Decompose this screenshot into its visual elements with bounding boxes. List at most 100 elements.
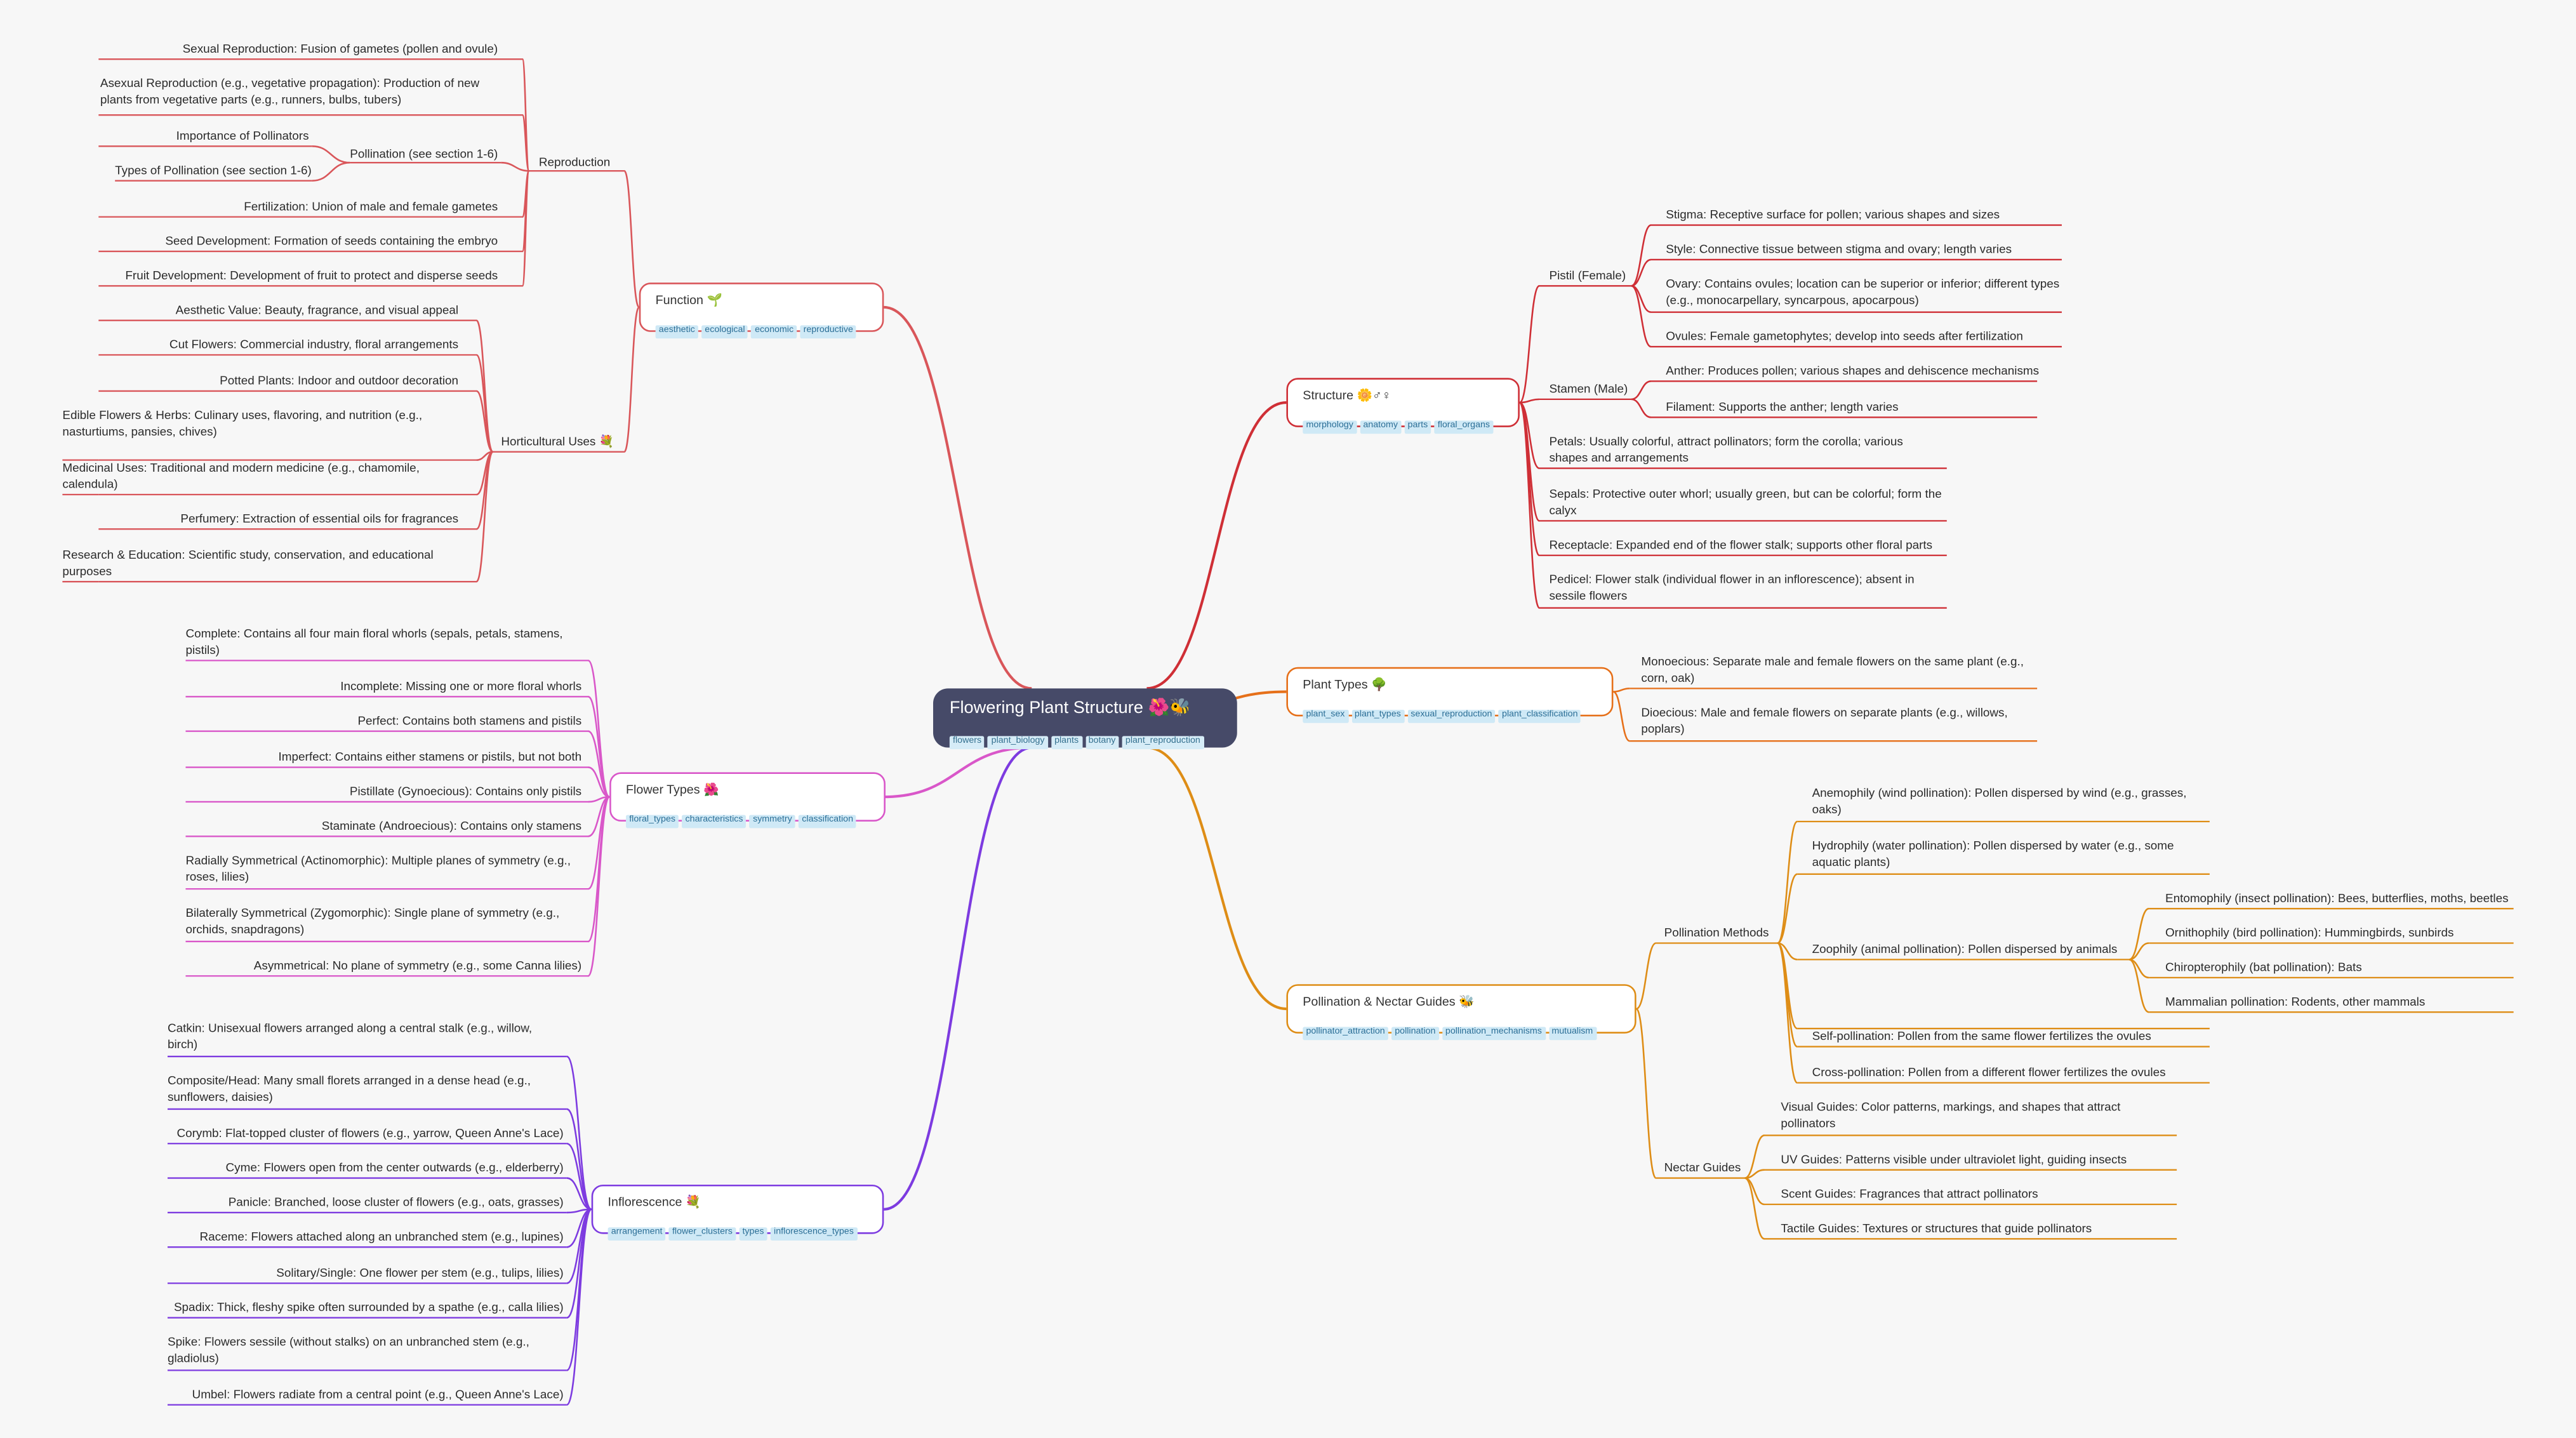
connector: [1631, 258, 1652, 287]
tag: anatomy: [1360, 420, 1402, 433]
tag: plant_biology: [988, 736, 1048, 749]
leaf-stigma[interactable]: Stigma: Receptive surface for pollen; va…: [1666, 207, 2000, 222]
leaf-self-pollination[interactable]: Self-pollination: Pollen from the same f…: [1812, 1029, 2151, 1044]
leaf-composite-head[interactable]: Composite/Head: Many small florets arran…: [167, 1072, 531, 1105]
connector: [312, 161, 350, 182]
tag: pollinator_attraction: [1303, 1027, 1388, 1039]
leaf-panicle[interactable]: Panicle: Branched, loose cluster of flow…: [228, 1194, 564, 1209]
pollination-node[interactable]: Pollination & Nectar Guides 🐝 pollinator…: [1286, 984, 1637, 1039]
leaf-tactile-guides[interactable]: Tactile Guides: Textures or structures t…: [1781, 1220, 2092, 1236]
leaf-chiropterophily[interactable]: Chiropterophily (bat pollination): Bats: [2165, 959, 2362, 975]
leaf-style[interactable]: Style: Connective tissue between stigma …: [1666, 241, 2012, 256]
inflorescence-title: Inflorescence 💐: [607, 1194, 701, 1209]
tag: classification: [799, 815, 857, 828]
leaf-catkin[interactable]: Catkin: Unisexual flowers arranged along…: [167, 1020, 533, 1052]
plant-types-title: Plant Types 🌳: [1303, 677, 1387, 692]
leaf-staminate[interactable]: Staminate (Androecious): Contains only s…: [321, 818, 582, 834]
connector: [2128, 959, 2149, 1013]
leaf-fertilization[interactable]: Fertilization: Union of male and female …: [244, 199, 498, 214]
leaf-bilaterally-symmetrical[interactable]: Bilaterally Symmetrical (Zygomorphic): S…: [185, 905, 560, 937]
leaf-corymb[interactable]: Corymb: Flat-topped cluster of flowers (…: [176, 1125, 564, 1141]
pollination-methods-node[interactable]: Pollination Methods: [1664, 925, 1769, 940]
leaf-sexual-reproduction[interactable]: Sexual Reproduction: Fusion of gametes (…: [182, 41, 498, 56]
structure-title: Structure 🌼♂♀: [1303, 387, 1391, 403]
leaf-complete[interactable]: Complete: Contains all four main floral …: [185, 626, 563, 658]
zoophily-node[interactable]: Zoophily (animal pollination): Pollen di…: [1812, 941, 2118, 957]
leaf-radially-symmetrical[interactable]: Radially Symmetrical (Actinomorphic): Mu…: [185, 853, 571, 884]
connector: [884, 746, 1032, 1211]
leaf-potted-plants[interactable]: Potted Plants: Indoor and outdoor decora…: [220, 373, 459, 388]
tag: morphology: [1303, 420, 1357, 433]
leaf-edible-flowers[interactable]: Edible Flowers & Herbs: Culinary uses, f…: [62, 407, 423, 439]
connector: [623, 306, 640, 453]
leaf-aesthetic-value[interactable]: Aesthetic Value: Beauty, fragrance, and …: [175, 302, 459, 317]
leaf-medicinal-uses[interactable]: Medicinal Uses: Traditional and modern m…: [62, 460, 420, 492]
tag: pollination: [1391, 1027, 1439, 1039]
leaf-solitary[interactable]: Solitary/Single: One flower per stem (e.…: [276, 1265, 564, 1281]
leaf-spike[interactable]: Spike: Flowers sessile (without stalks) …: [167, 1334, 529, 1366]
leaf-seed-development[interactable]: Seed Development: Formation of seeds con…: [165, 233, 498, 248]
nectar-guides-node[interactable]: Nectar Guides: [1664, 1160, 1741, 1175]
leaf-ovary[interactable]: Ovary: Contains ovules; location can be …: [1666, 276, 2060, 308]
leaf-cyme[interactable]: Cyme: Flowers open from the center outwa…: [225, 1160, 564, 1175]
leaf-visual-guides[interactable]: Visual Guides: Color patterns, markings,…: [1781, 1099, 2121, 1131]
leaf-hydrophily[interactable]: Hydrophily (water pollination): Pollen d…: [1812, 837, 2174, 870]
leaf-incomplete[interactable]: Incomplete: Missing one or more floral w…: [340, 678, 582, 694]
connector: [1744, 1135, 1765, 1179]
leaf-perfumery[interactable]: Perfumery: Extraction of essential oils …: [180, 510, 459, 526]
leaf-pistillate[interactable]: Pistillate (Gynoecious): Contains only p…: [349, 783, 582, 799]
leaf-fruit-development[interactable]: Fruit Development: Development of fruit …: [125, 267, 498, 283]
connector: [623, 170, 640, 309]
leaf-raceme[interactable]: Raceme: Flowers attached along an unbran…: [199, 1228, 564, 1244]
reproduction-node[interactable]: Reproduction: [538, 154, 611, 170]
leaf-sepals[interactable]: Sepals: Protective outer whorl; usually …: [1549, 486, 1942, 518]
pollination-title: Pollination & Nectar Guides 🐝: [1303, 994, 1475, 1009]
leaf-scent-guides[interactable]: Scent Guides: Fragrances that attract po…: [1781, 1186, 2038, 1201]
leaf-petals[interactable]: Petals: Usually colorful, attract pollin…: [1549, 434, 1903, 465]
leaf-perfect[interactable]: Perfect: Contains both stamens and pisti…: [357, 713, 582, 728]
pollination-sub-node[interactable]: Pollination (see section 1-6): [350, 146, 498, 161]
connector: [1776, 820, 1798, 944]
leaf-uv-guides[interactable]: UV Guides: Patterns visible under ultrav…: [1781, 1152, 2127, 1167]
leaf-filament[interactable]: Filament: Supports the anther; length va…: [1666, 399, 1899, 415]
leaf-spadix[interactable]: Spadix: Thick, fleshy spike often surrou…: [173, 1300, 564, 1315]
leaf-types-of-pollination[interactable]: Types of Pollination (see section 1-6): [115, 163, 312, 178]
connector: [1777, 942, 1798, 961]
leaf-pedicel[interactable]: Pedicel: Flower stalk (individual flower…: [1549, 571, 1915, 604]
horticultural-node[interactable]: Horticultural Uses 💐: [501, 434, 614, 449]
connector: [566, 1055, 592, 1211]
leaf-receptacle[interactable]: Receptacle: Expanded end of the flower s…: [1549, 537, 1933, 552]
leaf-research-education[interactable]: Research & Education: Scientific study, …: [62, 547, 434, 579]
leaf-anther[interactable]: Anther: Produces pollen; various shapes …: [1666, 363, 2040, 378]
leaf-imperfect[interactable]: Imperfect: Contains either stamens or pi…: [278, 749, 582, 764]
tag: characteristics: [682, 815, 747, 828]
leaf-cross-pollination[interactable]: Cross-pollination: Pollen from a differe…: [1812, 1065, 2166, 1080]
leaf-ovules[interactable]: Ovules: Female gametophytes; develop int…: [1666, 328, 2023, 343]
leaf-asexual-reproduction[interactable]: Asexual Reproduction (e.g., vegetative p…: [100, 76, 480, 107]
connector: [1636, 942, 1657, 1010]
pistil-node[interactable]: Pistil (Female): [1549, 267, 1626, 283]
leaf-anemophily[interactable]: Anemophily (wind pollination): Pollen di…: [1812, 785, 2187, 817]
leaf-monoecious[interactable]: Monoecious: Separate male and female flo…: [1641, 654, 2024, 686]
connector: [1519, 398, 1539, 404]
leaf-umbel[interactable]: Umbel: Flowers radiate from a central po…: [192, 1387, 564, 1402]
leaf-ornithophily[interactable]: Ornithophily (bird pollination): Humming…: [2165, 925, 2454, 940]
leaf-importance-of-pollinators[interactable]: Importance of Pollinators: [176, 128, 309, 143]
leaf-mammalian-pollination[interactable]: Mammalian pollination: Rodents, other ma…: [2165, 994, 2426, 1009]
leaf-dioecious[interactable]: Dioecious: Male and female flowers on se…: [1641, 705, 2008, 736]
stamen-node[interactable]: Stamen (Male): [1549, 381, 1628, 396]
leaf-cut-flowers[interactable]: Cut Flowers: Commercial industry, floral…: [169, 336, 459, 352]
function-title: Function 🌱: [655, 292, 722, 307]
leaf-asymmetrical[interactable]: Asymmetrical: No plane of symmetry (e.g.…: [253, 957, 582, 973]
leaf-entomophily[interactable]: Entomophily (insect pollination): Bees, …: [2165, 890, 2509, 905]
tag: flower_clusters: [668, 1227, 736, 1240]
